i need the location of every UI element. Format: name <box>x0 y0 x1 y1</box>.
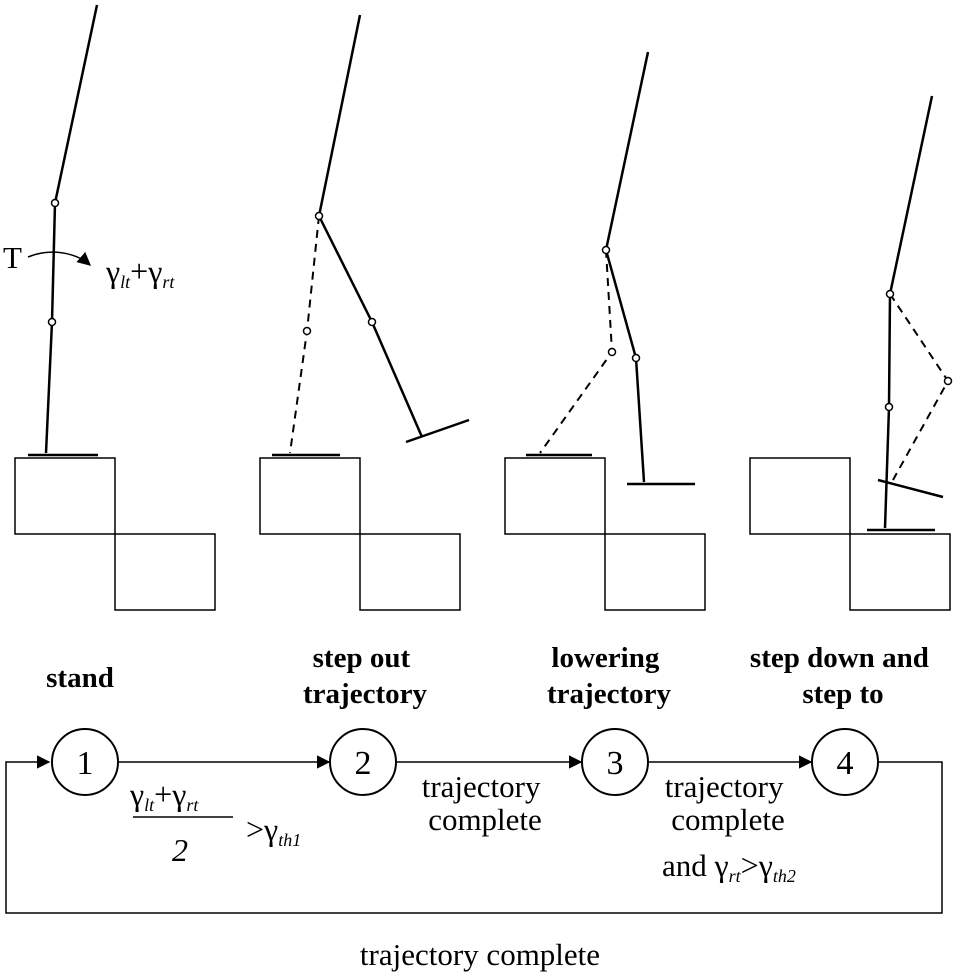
condition-1-to-2-threshold: >γth1 <box>246 811 301 850</box>
edge-4-to-1 <box>5 755 943 914</box>
torque-arrow <box>27 251 92 266</box>
stage-label-stand: stand <box>46 662 114 694</box>
svg-text:2: 2 <box>355 745 372 782</box>
condition-1-to-2-denominator: 2 <box>172 832 188 868</box>
leg-figure-lowering <box>526 51 695 486</box>
stage-label-lowering: lowering trajectory <box>547 642 671 710</box>
stage-label-step-down: step down and step to <box>750 642 936 710</box>
svg-text:1: 1 <box>77 745 94 782</box>
leg-figure-step-down <box>867 95 953 532</box>
condition-2-to-3: trajectory complete <box>422 769 549 837</box>
svg-text:4: 4 <box>837 745 854 782</box>
stairs-panel-4 <box>749 457 951 611</box>
state-node-3: 3 <box>581 728 649 796</box>
svg-text:3: 3 <box>607 745 624 782</box>
condition-1-to-2-numerator: γlt+γrt <box>129 776 199 815</box>
stairs-panel-3 <box>504 457 706 611</box>
condition-3-to-4-text: trajectory complete <box>665 769 792 837</box>
gamma-sum-expression: γlt+γrt <box>105 253 175 292</box>
condition-3-to-4: trajectory complete and γrt>γth2 <box>662 769 796 886</box>
torque-label: T <box>3 240 22 275</box>
stairs-panel-1 <box>14 457 216 611</box>
state-machine: 1 2 3 4 γlt+γrt 2 >γth1 trajectory <box>5 728 943 972</box>
condition-3-to-4-threshold: and γrt>γth2 <box>662 847 796 886</box>
leg-figure-step-out <box>272 14 470 457</box>
torque-annotation: T γlt+γrt <box>3 240 175 292</box>
condition-4-to-1: trajectory complete <box>360 937 600 972</box>
leg-figure-stand <box>28 4 99 457</box>
stage-label-step-out: step out trajectory <box>303 642 427 710</box>
state-node-2: 2 <box>329 728 397 796</box>
stairs-panel-2 <box>259 457 461 611</box>
state-node-1: 1 <box>51 728 119 796</box>
state-node-4: 4 <box>811 728 879 796</box>
condition-1-to-2: γlt+γrt 2 >γth1 <box>129 776 301 868</box>
